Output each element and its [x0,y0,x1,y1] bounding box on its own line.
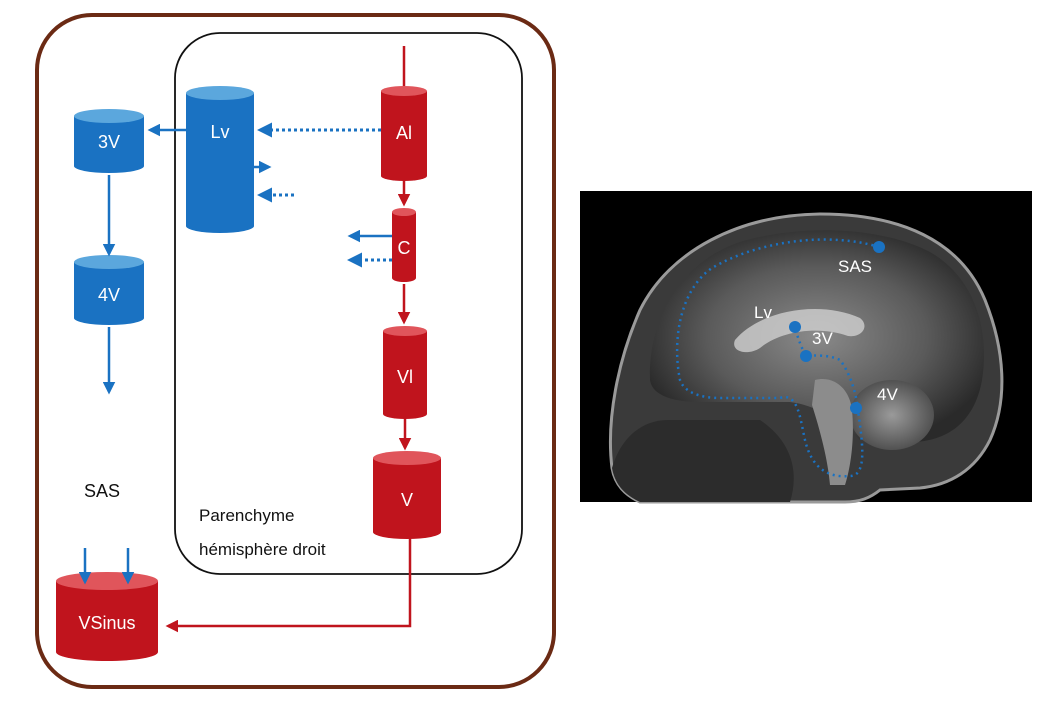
sas-label: SAS [84,481,120,501]
mri-marker-sas [873,241,885,253]
cylinder-4v: 4V [74,255,144,325]
cylinder-vl: Vl [383,326,427,419]
mri-label-lv: Lv [754,303,772,322]
label-v: V [401,490,413,510]
cylinder-vsinus: VSinus [56,572,158,661]
cylinder-c: C [392,208,416,282]
label-vsinus: VSinus [78,613,135,633]
mri-label-4v: 4V [877,385,898,404]
parenchyma-frame [174,32,523,575]
mri-label-sas: SAS [838,257,872,276]
cylinder-al: Al [381,86,427,181]
cylinder-3v: 3V [74,109,144,173]
label-lv: Lv [210,122,229,142]
mri-marker-3v [800,350,812,362]
label-c: C [398,238,411,258]
parenchyme-label-line2: hémisphère droit [199,540,326,559]
cylinder-v: V [373,451,441,539]
label-3v: 3V [98,132,120,152]
cylinder-lv: Lv [186,86,254,233]
label-4v: 4V [98,285,120,305]
mri-label-3v: 3V [812,329,833,348]
mri-marker-lv [789,321,801,333]
outer-compartment-frame [35,13,556,689]
parenchyme-label-line1: Parenchyme [199,506,294,525]
label-al: Al [396,123,412,143]
mri-marker-4v [850,402,862,414]
label-vl: Vl [397,367,413,387]
arrow-v-to-vsinus [165,538,412,633]
mri-sagittal-image: SAS Lv 3V 4V [580,191,1032,504]
